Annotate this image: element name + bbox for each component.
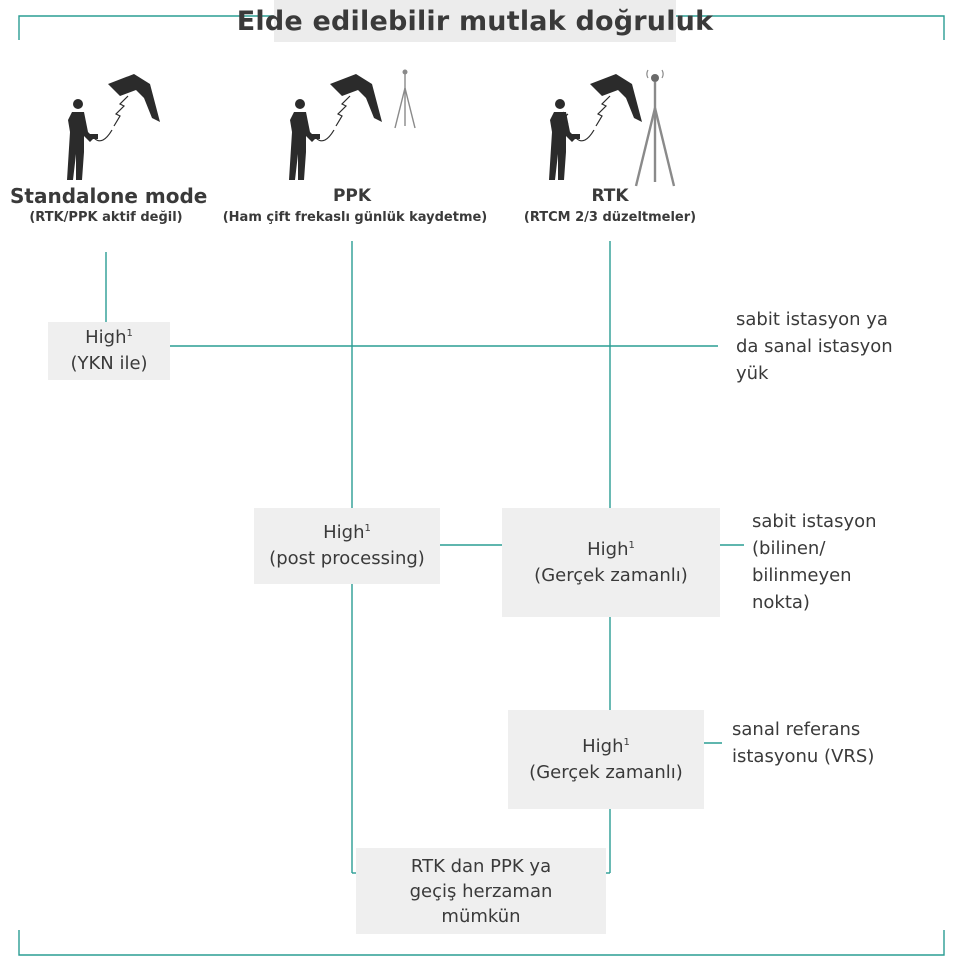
footnote-marker: 1: [364, 523, 371, 534]
frame-top-right: [676, 15, 945, 40]
base-row-label: sabit istasyon (bilinen/ bilinmeyen nokt…: [752, 508, 942, 616]
switch-note-line-3: mümkün: [441, 905, 521, 927]
ppk-accuracy-box: High1 (post processing): [254, 508, 440, 584]
switch-note-line-1: RTK dan PPK ya: [410, 855, 552, 877]
ppk-accuracy-detail: (post processing): [269, 548, 425, 569]
mode-standalone-name: Standalone mode: [10, 184, 208, 208]
ppk-accuracy-label: High: [323, 522, 365, 543]
mode-rtk-subtitle: (RTCM 2/3 düzeltmeler): [523, 210, 697, 225]
mode-ppk-subtitle: (Ham çift frekaslı günlük kaydetme): [222, 210, 488, 225]
rtk-vrs-accuracy-box: High1 (Gerçek zamanlı): [508, 710, 704, 809]
mode-ppk-name: PPK: [332, 186, 372, 206]
vrs-row-label: sanal referans istasyonu (VRS): [732, 716, 942, 770]
operator-drone-icon-rtk: [549, 74, 642, 180]
operator-drone-icon: [67, 74, 160, 180]
station-row-label: sabit istasyon ya da sanal istasyon yük: [736, 306, 936, 387]
station-row-line-3: yük: [736, 363, 769, 384]
diagram-title: Elde edilebilir mutlak doğruluk: [236, 5, 714, 37]
base-row-line-4: nokta): [752, 592, 810, 613]
station-row-line-1: sabit istasyon ya: [736, 309, 888, 330]
standalone-accuracy-detail: (YKN ile): [70, 353, 148, 374]
switch-note-line-2: geçiş herzaman: [409, 880, 553, 902]
rtk-base-accuracy-detail: (Gerçek zamanlı): [534, 564, 688, 586]
vrs-row-line-1: sanal referans: [732, 719, 861, 740]
rtk-vrs-accuracy-label: High: [582, 735, 624, 757]
operator-drone-icon-ppk: [289, 74, 382, 180]
tripod-small-icon: [394, 69, 416, 129]
rtk-vrs-accuracy-detail: (Gerçek zamanlı): [529, 761, 683, 783]
footnote-marker: 1: [126, 328, 133, 339]
mode-rtk-name: RTK: [591, 186, 629, 206]
standalone-accuracy-label: High: [85, 327, 127, 348]
base-row-line-3: bilinmeyen: [752, 565, 852, 586]
station-row-line-2: da sanal istasyon: [736, 336, 893, 357]
standalone-accuracy-box: High1 (YKN ile): [48, 322, 170, 380]
rtk-base-accuracy-label: High: [587, 538, 629, 560]
frame-top-left: [18, 15, 274, 40]
vrs-row-line-2: istasyonu (VRS): [732, 746, 875, 767]
switch-note-box: RTK dan PPK ya geçiş herzaman mümkün: [356, 848, 606, 934]
tripod-base-icon: [634, 69, 676, 187]
footnote-marker: 1: [623, 736, 630, 748]
base-row-line-2: (bilinen/: [752, 538, 826, 559]
title-box: Elde edilebilir mutlak doğruluk: [237, 0, 713, 42]
rtk-base-accuracy-box: High1 (Gerçek zamanlı): [502, 508, 720, 617]
mode-standalone-subtitle: (RTK/PPK aktif değil): [29, 210, 183, 225]
footnote-marker: 1: [628, 539, 635, 551]
frame-bottom: [18, 930, 945, 956]
base-row-line-1: sabit istasyon: [752, 511, 877, 532]
